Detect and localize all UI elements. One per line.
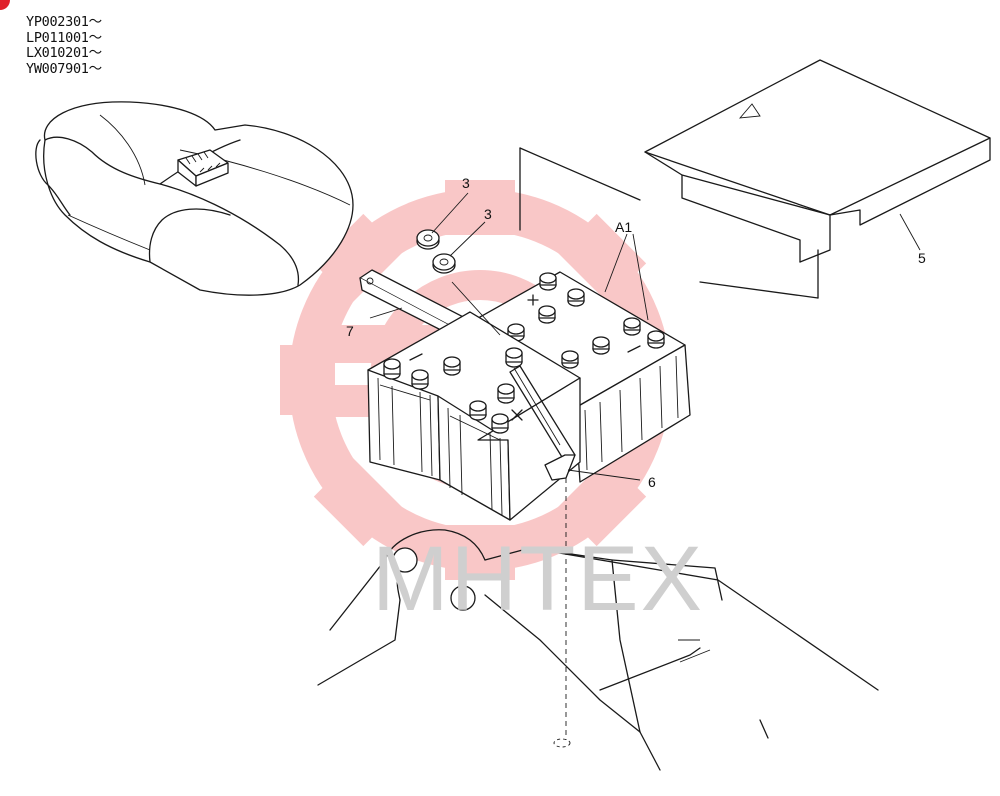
- callout-batteries: A1: [615, 219, 632, 235]
- machine-frame: [317, 529, 879, 771]
- callout-cable: 6: [648, 474, 656, 490]
- battery-cable: [509, 365, 576, 748]
- battery-cover: [644, 59, 991, 263]
- nut-upper: [416, 229, 440, 250]
- callout-nut-lower: 3: [484, 206, 492, 222]
- leader-lines: [369, 192, 921, 481]
- battery-front: [367, 311, 581, 521]
- nut-lower: [432, 253, 456, 274]
- serial-range-list: YP002301～ LP011001～ LX010201～ YW007901～: [26, 14, 102, 77]
- battery-terminals: [383, 347, 523, 434]
- serial-range: LP011001～: [26, 29, 102, 46]
- serial-range: YP002301～: [26, 14, 102, 30]
- corner-marker: [0, 0, 10, 10]
- callout-hold-down-bar: 7: [346, 323, 354, 339]
- callout-cover: 5: [918, 250, 926, 266]
- watermark-text: MHTEX: [372, 528, 704, 630]
- battery-box-panel: [519, 147, 819, 299]
- operator-seat: [35, 101, 354, 296]
- seat-switch-panel: [177, 149, 229, 187]
- battery-rear: [447, 271, 691, 483]
- serial-range: LX010201～: [26, 45, 102, 61]
- serial-range: YW007901～: [26, 60, 102, 77]
- callout-nut-upper: 3: [462, 175, 470, 191]
